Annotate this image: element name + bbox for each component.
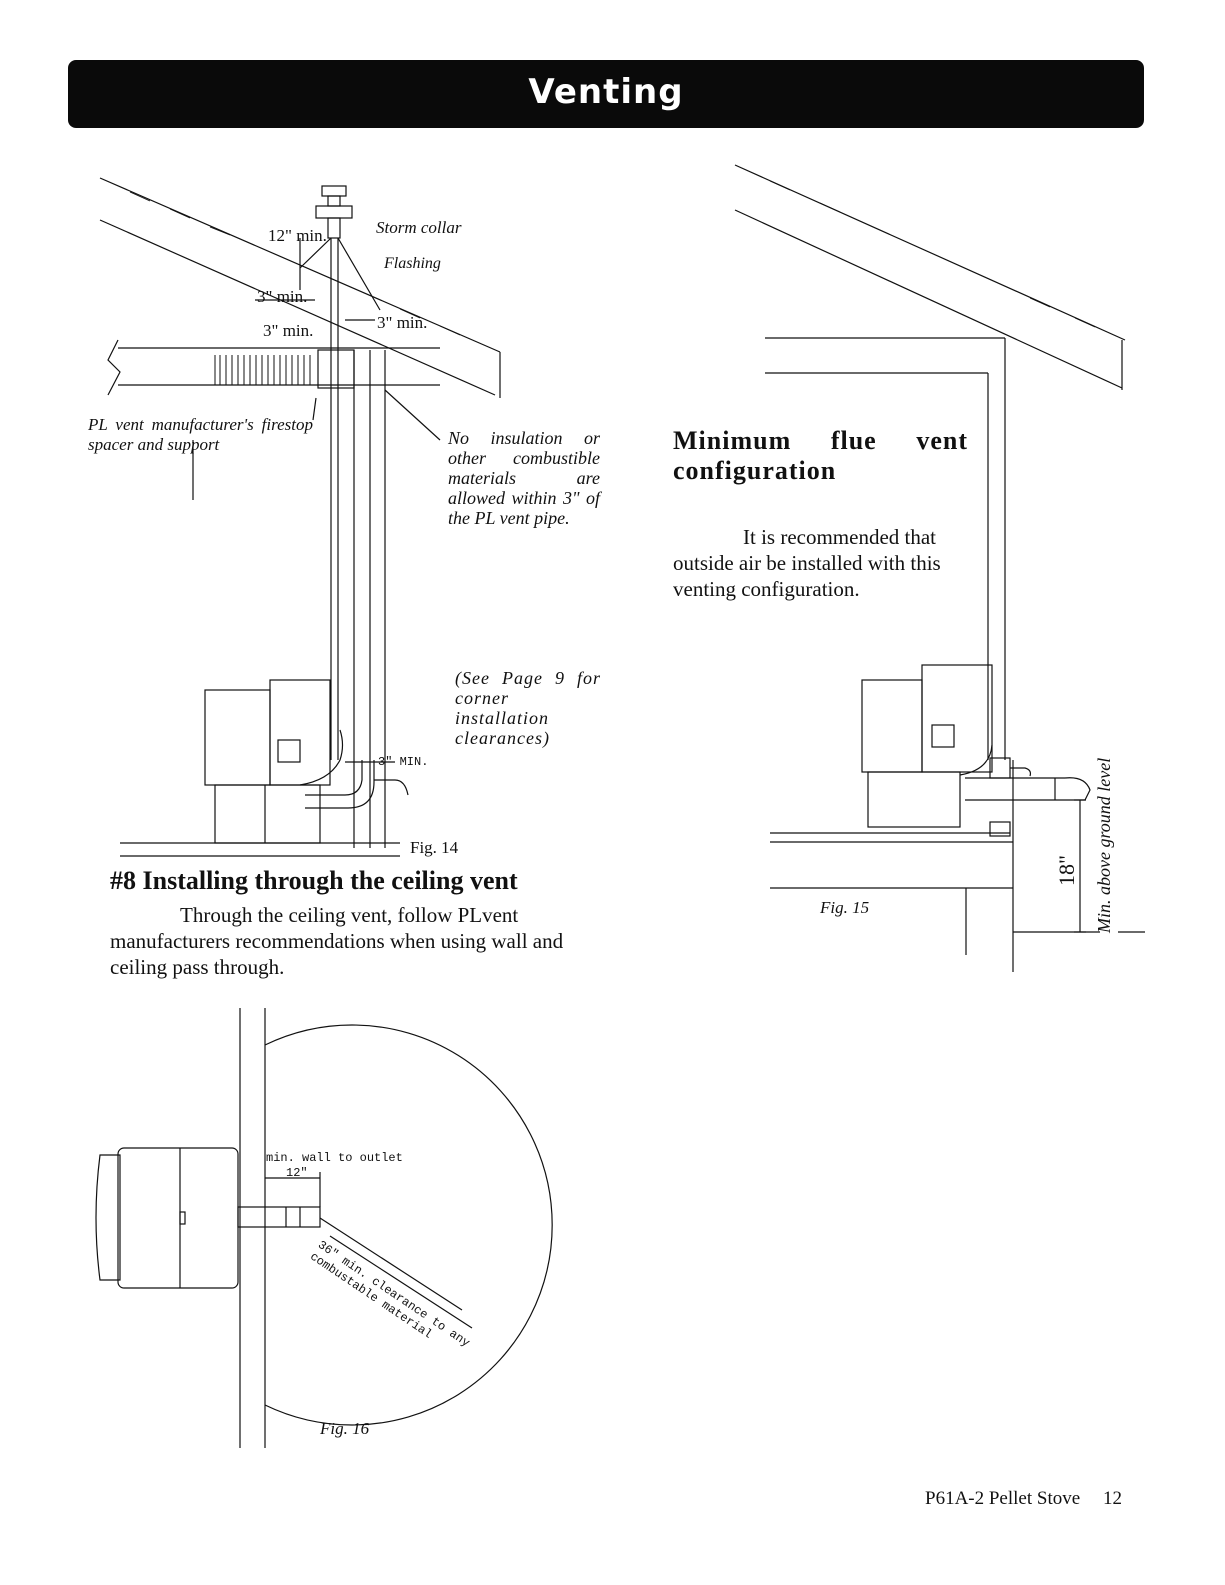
fig16-label-wall-outlet: min. wall to outlet: [266, 1151, 403, 1165]
fig16-label-12: 12": [286, 1166, 308, 1180]
fig16-diagram: [95, 1008, 553, 1448]
fig14-note-corner: (See Page 9 for corner installation clea…: [455, 668, 601, 748]
fig14-label-storm-collar: Storm collar: [376, 218, 462, 237]
fig14-note-insulation: No insulation or other combustible mater…: [448, 428, 600, 528]
section8-heading: #8 Installing through the ceiling vent: [110, 866, 518, 895]
fig14-label-12-min: 12" min.: [268, 226, 327, 245]
fig14-label-3-min-b: 3" min.: [263, 321, 314, 340]
footer-product: P61A-2 Pellet Stove: [925, 1488, 1081, 1509]
fig15-body: It is recommended that outside air be in…: [673, 525, 941, 601]
fig14-label-3-min-a: 3" min.: [257, 287, 308, 306]
fig16-caption: Fig. 16: [320, 1419, 370, 1438]
section-banner: Venting: [68, 60, 1144, 128]
fig15-dimension-18: 18": [1054, 855, 1079, 886]
fig14-label-3-min-base: 3" MIN.: [378, 755, 429, 769]
fig15-caption: Fig. 15: [820, 898, 870, 917]
fig14-label-firestop: PL vent manufacturer's firestop spacer a…: [88, 415, 313, 454]
fig14-label-3-min-c: 3" min.: [377, 313, 428, 332]
fig14-diagram: [99, 177, 501, 857]
footer-page-number: 12: [1103, 1488, 1122, 1509]
fig15-diagram: [734, 164, 1145, 972]
section8-body: Through the ceiling vent, follow PLvent …: [110, 903, 564, 979]
fig15-dimension-label: Min. above ground level: [1094, 757, 1114, 933]
fig14-caption: Fig. 14: [410, 838, 459, 857]
fig15-heading: Minimum flue vent configuration: [673, 426, 968, 485]
section-title: Venting: [528, 72, 684, 112]
fig14-label-flashing: Flashing: [384, 255, 441, 272]
